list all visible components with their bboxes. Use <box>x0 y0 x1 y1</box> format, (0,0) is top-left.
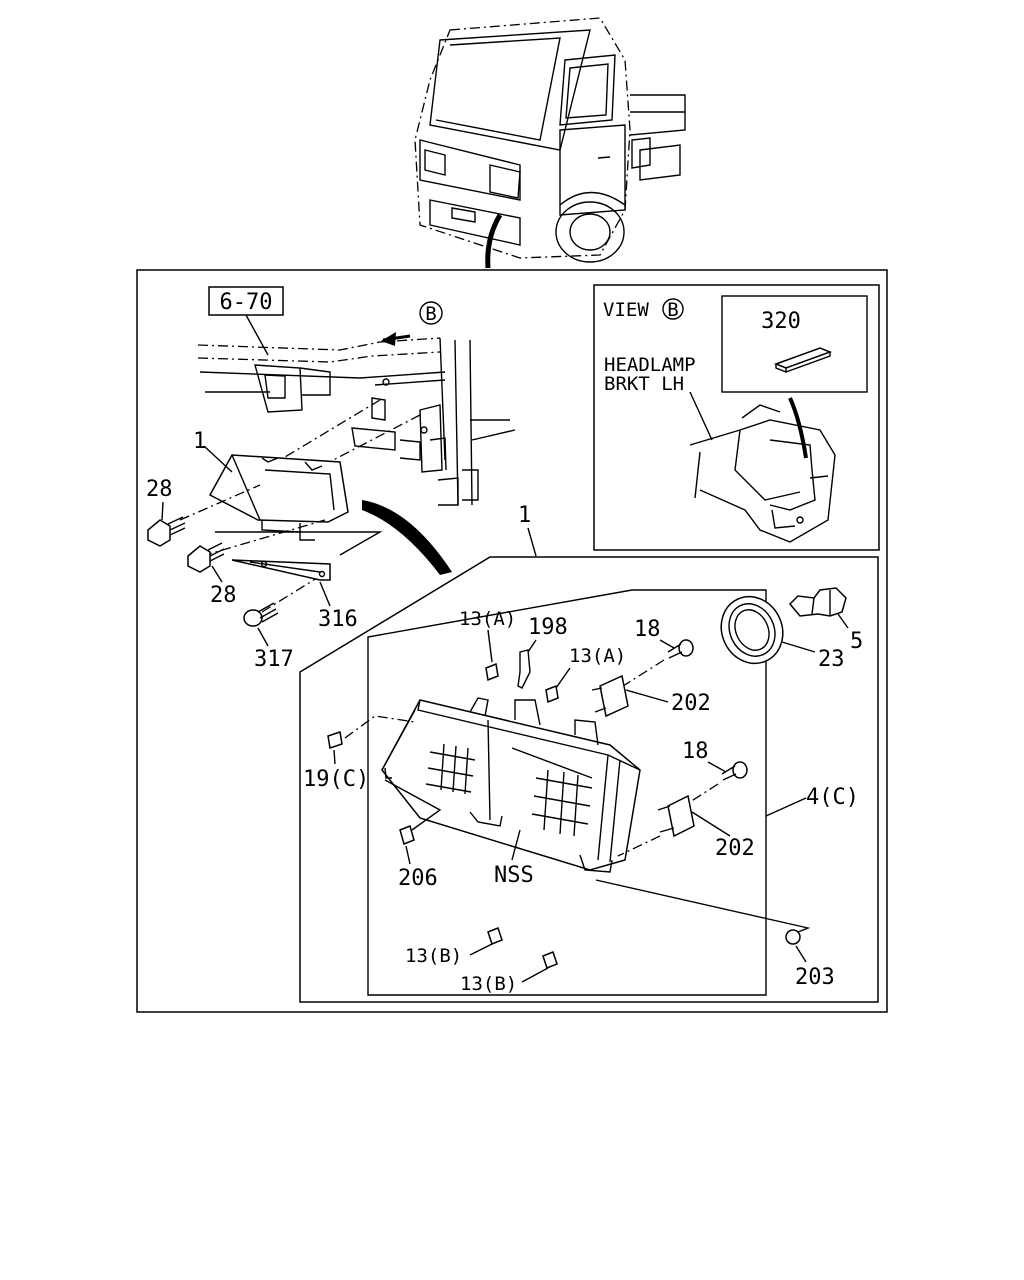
view-arrow-letter: B <box>425 303 436 325</box>
callout-19c: 19(C) <box>303 767 369 792</box>
callout-202-a: 202 <box>671 691 711 716</box>
callout-28-b: 28 <box>210 583 237 608</box>
callout-18-b: 18 <box>682 739 709 764</box>
clip-13b-2 <box>542 951 558 969</box>
bracket-202-b <box>657 794 695 838</box>
bracket-316 <box>231 559 331 581</box>
callout-198: 198 <box>528 615 568 640</box>
headlamp-unit <box>381 697 641 873</box>
callout-203: 203 <box>795 965 835 990</box>
curved-pointer-arrow <box>362 500 452 575</box>
callout-13a-2: 13(A) <box>569 645 626 667</box>
view-b-title-letter: B <box>667 299 678 321</box>
lower-frame <box>299 556 879 1003</box>
screw-18-b <box>721 761 748 781</box>
clip-198 <box>517 649 531 689</box>
inset-320-box <box>721 295 868 393</box>
callout-13b-1: 13(B) <box>405 945 462 967</box>
clip-13a-1 <box>485 662 499 682</box>
pad-320 <box>773 347 833 374</box>
callout-13a-1: 13(A) <box>459 608 516 630</box>
inset-pointer <box>788 397 808 459</box>
callout-4c: 4(C) <box>806 785 859 810</box>
clip-13b-1 <box>487 927 503 945</box>
nut-19c <box>327 731 343 749</box>
callout-13b-2: 13(B) <box>460 973 517 995</box>
inner-frame <box>367 589 767 996</box>
truck-illustration <box>414 17 686 269</box>
socket-ring-23 <box>720 595 784 665</box>
callout-202-b: 202 <box>715 836 755 861</box>
view-b-title-text: VIEW <box>603 299 649 321</box>
view-b-part-label: HEADLAMP <box>604 354 696 376</box>
callout-18-a: 18 <box>634 617 661 642</box>
callout-5: 5 <box>850 629 863 654</box>
bulb-5 <box>788 587 847 617</box>
headlamp-bracket-sketch <box>689 404 836 543</box>
callout-206: 206 <box>398 866 438 891</box>
main-frame <box>136 269 888 1013</box>
callout-28-a: 28 <box>146 477 173 502</box>
nss-label: NSS <box>494 863 534 888</box>
callout-1-lower: 1 <box>518 503 531 528</box>
view-arrow-b: B <box>381 301 443 346</box>
clip-13a-2 <box>545 684 559 704</box>
callout-320: 320 <box>761 309 801 334</box>
reference-box: 6-70 <box>208 286 284 356</box>
view-b-part-label-line2: BRKT LH <box>604 373 684 395</box>
view-b-panel <box>593 284 880 551</box>
bolt-28-upper <box>147 516 186 547</box>
callout-316: 316 <box>318 607 358 632</box>
view-b-title: VIEW B <box>603 298 684 321</box>
screw-317 <box>243 602 279 627</box>
callout-23: 23 <box>818 647 845 672</box>
clip-206 <box>399 824 415 846</box>
bolt-28-lower <box>187 542 225 573</box>
callout-317: 317 <box>254 647 294 672</box>
screw-18-a <box>667 639 694 659</box>
bracket-202-a <box>591 674 629 718</box>
screw-203 <box>785 929 801 945</box>
callout-1-upper: 1 <box>193 429 206 454</box>
reference-box-label: 6-70 <box>220 290 273 315</box>
